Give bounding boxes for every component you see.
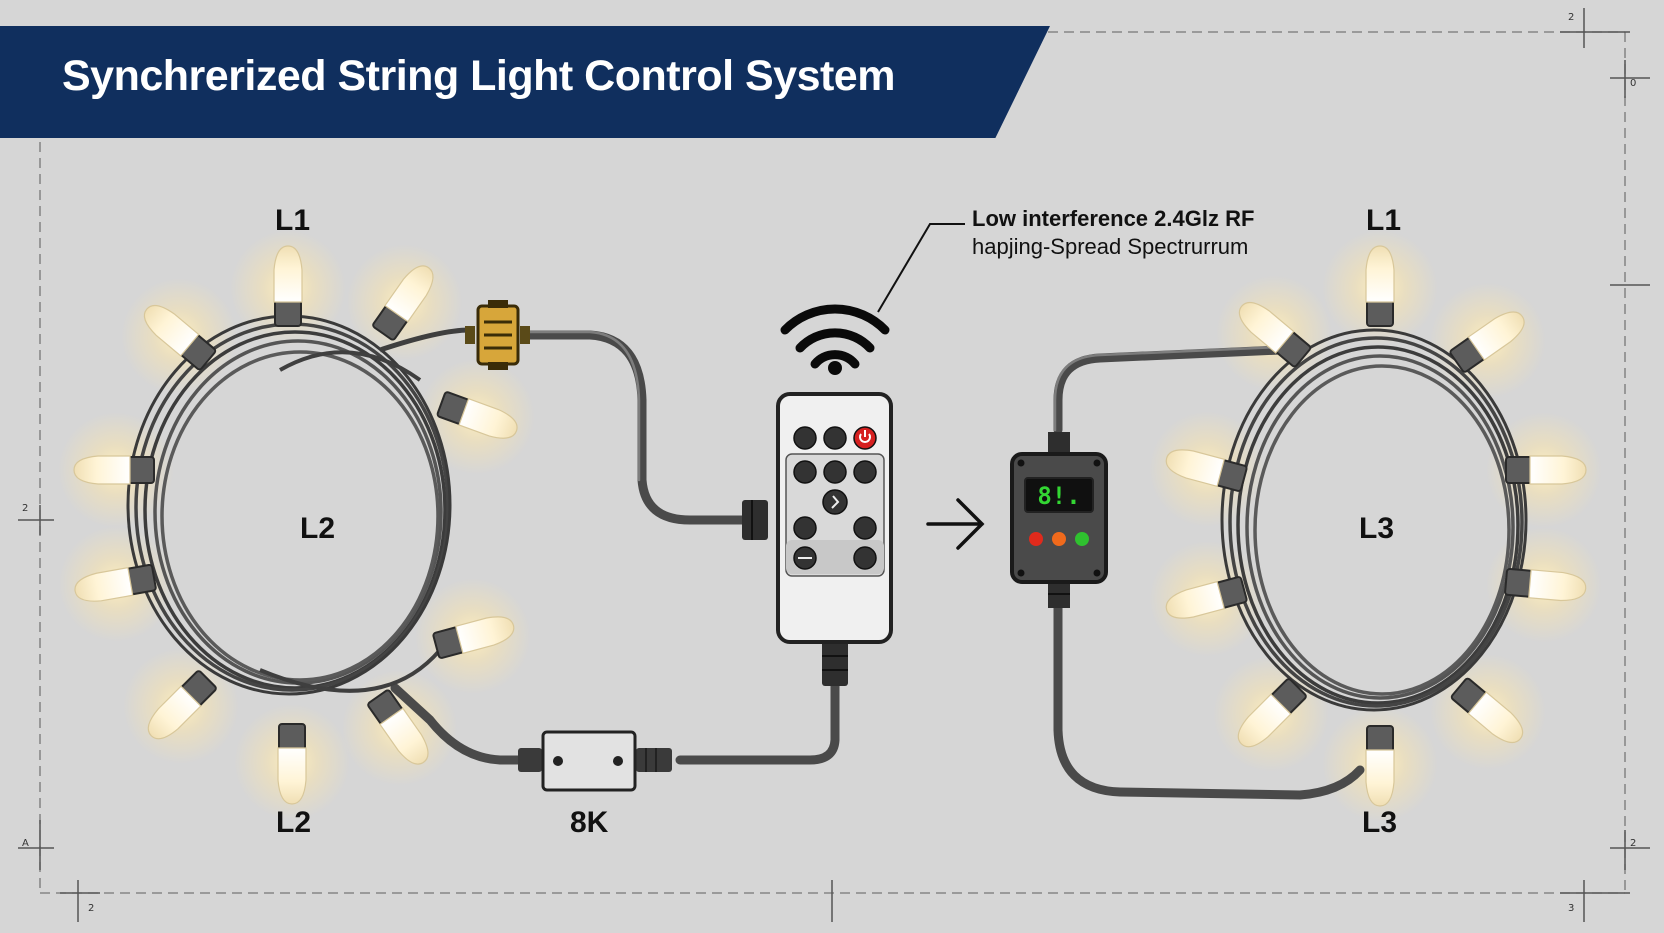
annotation-line-2: hapjing-Spread Spectrurrum (972, 234, 1249, 259)
annotation-leader-line (877, 223, 965, 313)
light-bulb (1238, 301, 1312, 368)
frame-mark-left-mid: 2 (22, 503, 29, 514)
light-bulb (147, 670, 217, 740)
light-bulb (1165, 576, 1248, 619)
frame-mark-right-bottom: 2 (1630, 838, 1637, 849)
light-bulb (1450, 677, 1524, 744)
frame-mark-bottom-left: 2 (88, 903, 95, 914)
inline-module-8k (518, 730, 672, 792)
right-light-string (1220, 328, 1528, 712)
label-right-bottom: L3 (1362, 806, 1398, 839)
light-bulb (1365, 725, 1395, 807)
gold-connector (465, 300, 530, 370)
light-bulb (143, 304, 217, 371)
light-bulb (436, 391, 518, 439)
light-bulb (1237, 678, 1307, 748)
label-left-center: L2 (300, 512, 336, 545)
wifi-signal-icon (780, 304, 890, 375)
light-bulb (277, 723, 307, 805)
light-bulb (74, 563, 157, 602)
frame-mark-left-bottom: A (22, 838, 29, 849)
label-right-center: L3 (1359, 512, 1395, 545)
light-bulb (73, 455, 155, 485)
light-bulb (1505, 455, 1587, 485)
title-banner (0, 26, 1050, 138)
wires (390, 330, 1365, 800)
light-bulb (273, 245, 303, 327)
light-bulb (1365, 245, 1395, 327)
page-title: Synchrerized String Light Control System (62, 52, 895, 100)
receiver-controller: 8!. (1010, 432, 1108, 608)
remote-control (742, 392, 893, 686)
label-module: 8K (570, 806, 609, 839)
light-bulb (432, 616, 515, 659)
annotation-line-1: Low interference 2.4Glz RF (972, 206, 1255, 231)
controller-display-readout: 8!. (1037, 482, 1080, 510)
controller-led-red (1029, 532, 1043, 546)
bulbs-layer (73, 245, 1587, 807)
light-bulb (1449, 311, 1525, 373)
crop-marks (18, 8, 1650, 922)
frame-mark-right-upper: 0 (1630, 78, 1637, 89)
signal-arrow (926, 498, 985, 550)
frame-mark-top-right: 2 (1568, 12, 1575, 23)
label-left-top: L1 (275, 204, 311, 237)
controller-led-green (1075, 532, 1089, 546)
label-left-bottom: L2 (276, 806, 312, 839)
frame-mark-bottom-right: 3 (1568, 903, 1575, 914)
controller-led-orange (1052, 532, 1066, 546)
light-bulb (1165, 449, 1248, 492)
light-bulb (1504, 567, 1587, 602)
light-bulb (367, 689, 429, 765)
light-bulb (372, 265, 434, 341)
label-right-top: L1 (1366, 204, 1402, 237)
